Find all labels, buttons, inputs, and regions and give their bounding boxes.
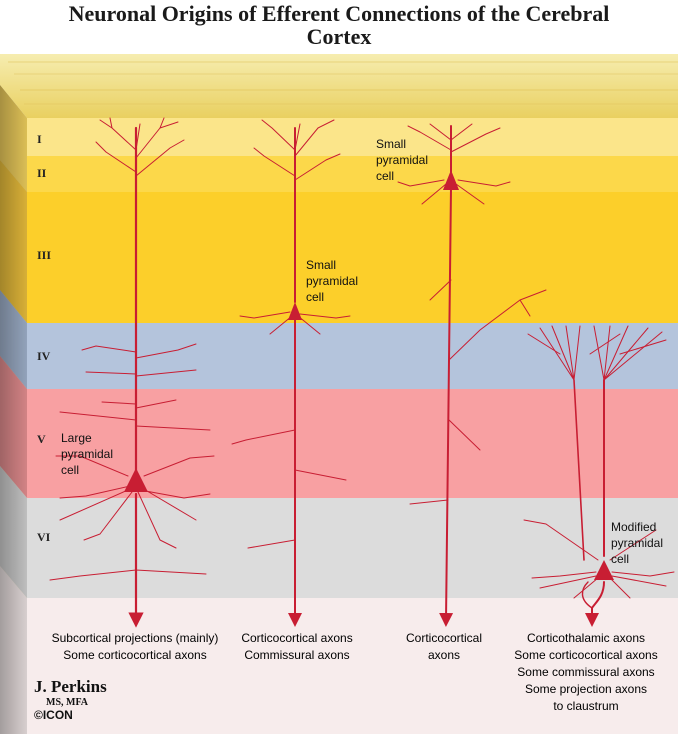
cell-label-small-ii-2: pyramidal [376,153,428,167]
output-col-3-line-1: Corticocortical [405,631,483,645]
output-col-3-line-2: axons [427,648,461,662]
output-col-4-line-5: to claustrum [553,699,619,713]
layer-label-ii: II [37,166,47,180]
credit-block: J. Perkins MS, MFA ©ICON [34,677,107,722]
output-col-1-line-2: Some corticocortical axons [63,648,207,662]
cell-label-modified-3: cell [611,552,629,566]
output-col-4-line-2: Some corticocortical axons [514,648,658,662]
modified-pyramidal-neuron [523,325,675,627]
small-pyramidal-neuron-iii [231,119,351,627]
output-col-4-line-3: Some commissural axons [517,665,655,679]
output-col-1: Subcortical projections (mainly) Some co… [28,630,242,664]
cell-label-large-1: Large [61,431,92,445]
diagram-title: Neuronal Origins of Efferent Connections… [0,2,678,48]
layer-label-v: V [37,432,46,446]
icon-logo: ©ICON [34,708,73,722]
output-col-2-line-2: Commissural axons [244,648,350,662]
layer-label-vi: VI [37,530,51,544]
output-col-4-line-1: Corticothalamic axons [526,631,646,645]
output-col-2-line-1: Corticocortical axons [241,631,353,645]
credit-name: J. Perkins [34,677,107,696]
output-col-4: Corticothalamic axons Some corticocortic… [496,630,676,715]
credit-degrees: MS, MFA [46,697,89,708]
large-pyramidal-neuron [49,117,215,628]
cell-label-large-2: pyramidal [61,447,113,461]
cell-label-small-iii-2: pyramidal [306,274,358,288]
title-line-2: Cortex [306,24,372,49]
cell-label-small-iii-3: cell [306,290,324,304]
output-col-1-line-1: Subcortical projections (mainly) [51,631,219,645]
layer-band-iv [27,323,678,389]
cell-label-modified-2: pyramidal [611,536,663,550]
layer-band-ii [27,156,678,192]
output-col-2: Corticocortical axons Commissural axons [236,630,358,664]
layer-band-iii [27,192,678,323]
layer-label-iii: III [37,248,51,262]
layer-band-i [27,118,678,156]
cell-label-small-ii-3: cell [376,169,394,183]
output-col-3: Corticocortical axons [388,630,500,664]
cell-label-small-iii-1: Small [306,258,336,272]
title-line-1: Neuronal Origins of Efferent Connections… [68,1,610,26]
cell-label-small-ii-1: Small [376,137,406,151]
small-pyramidal-neuron-ii [397,123,547,627]
layer-label-iv: IV [37,349,51,363]
cell-label-modified-1: Modified [611,520,656,534]
output-col-4-line-4: Some projection axons [524,682,648,696]
cortex-top-face [0,54,678,118]
layer-label-i: I [37,132,42,146]
cell-label-large-3: cell [61,463,79,477]
